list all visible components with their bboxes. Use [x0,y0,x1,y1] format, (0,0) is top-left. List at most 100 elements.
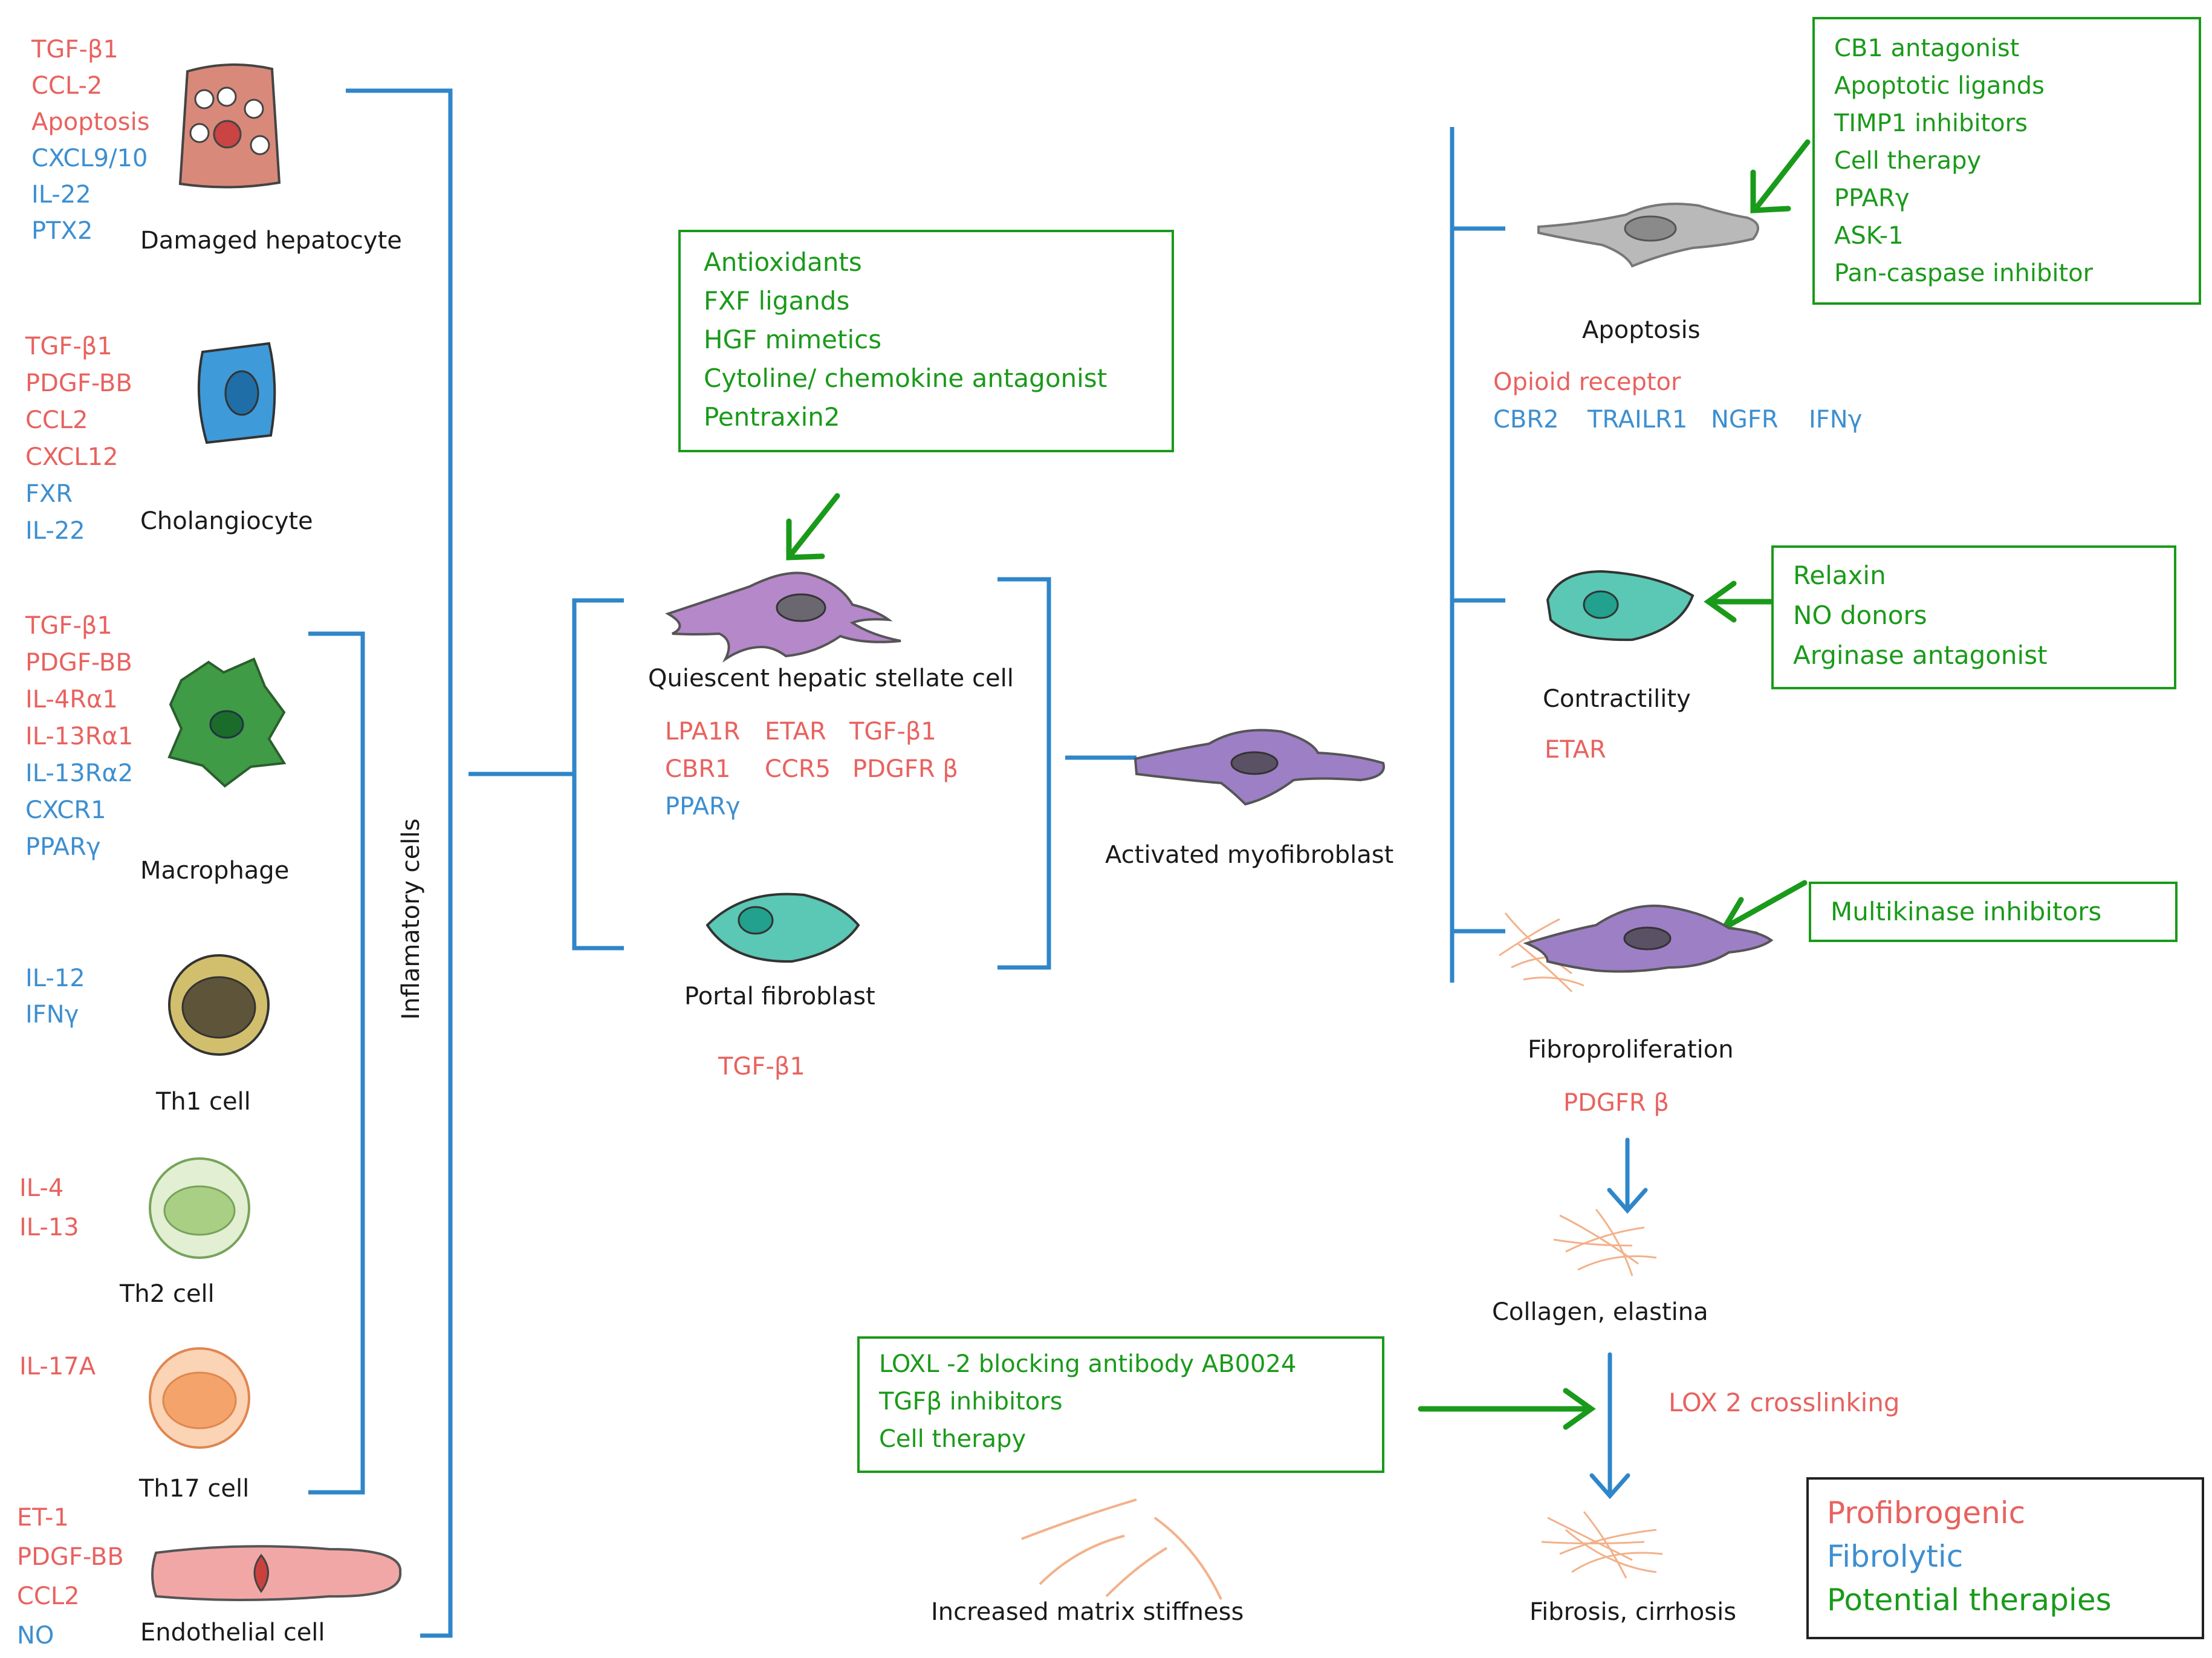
macrophage-fibrolytic-1: CXCR1 [25,796,106,824]
hepatocyte-profibrogenic-2: Apoptosis [31,108,150,136]
fibrosis-label: Fibrosis, cirrhosis [1529,1598,1737,1626]
crosslinking-therapy-box: LOXL -2 blocking antibody AB0024 TGFβ in… [857,1336,1384,1473]
crosslinking-therapy-2: Cell therapy [879,1425,1027,1453]
apoptosis-therapy-5: ASK-1 [1834,222,1904,250]
legend-potential-therapies: Potential therapies [1827,1582,2112,1617]
hsc-therapy-4: Pentraxin2 [704,402,840,432]
activated-myofibroblast-icon [1134,729,1385,806]
contractility-therapy-box: Relaxin NO donors Arginase antagonist [1771,545,2176,689]
activated-myofibroblast-label: Activated myofibroblast [1105,841,1394,869]
apoptosis-therapy-4: PPARγ [1834,184,1910,212]
apoptosis-label: Apoptosis [1582,316,1701,344]
lox2-label: LOX 2 crosslinking [1669,1388,1900,1417]
legend-fibrolytic: Fibrolytic [1827,1539,1964,1574]
apoptosis-fibrolytic-3: IFNγ [1809,406,1863,434]
endothelial-cell-icon [151,1545,402,1601]
legend-profibrogenic: Profibrogenic [1827,1495,2026,1530]
portal-fibroblast-profibrogenic-0: TGF-β1 [718,1053,805,1081]
hsc-profibrogenic-4: CCR5 [765,755,831,783]
macrophage-profibrogenic-2: IL-4Rα1 [25,686,118,714]
cholangiocyte-profibrogenic-3: CXCL12 [25,443,118,471]
th17-cell-label: Th17 cell [139,1475,250,1503]
cholangiocyte-icon [197,342,276,444]
th2-cell-label: Th2 cell [120,1280,215,1308]
apoptosis-therapy-1: Apoptotic ligands [1834,72,2045,100]
hepatocyte-profibrogenic-0: TGF-β1 [31,36,118,63]
th1-cell-label: Th1 cell [156,1088,251,1116]
macrophage-profibrogenic-0: TGF-β1 [25,612,112,640]
contractility-label: Contractility [1543,685,1691,713]
quiescent-hsc-label: Quiescent hepatic stellate cell [648,665,1014,692]
collagen-label: Collagen, elastina [1492,1298,1708,1326]
endothelial-profibrogenic-1: PDGF-BB [17,1543,124,1571]
contractile-cell-icon [1546,570,1695,642]
hsc-profibrogenic-3: CBR1 [665,755,731,783]
quiescent-hsc-icon [665,571,901,663]
apoptosis-therapy-2: TIMP1 inhibitors [1834,109,2028,137]
th1-fibrolytic-0: IL-12 [25,964,85,992]
apoptotic-cell-icon [1537,203,1759,268]
damaged-hepatocyte-label: Damaged hepatocyte [140,227,402,255]
cholangiocyte-profibrogenic-2: CCL2 [25,406,88,434]
cholangiocyte-fibrolytic-1: IL-22 [25,517,85,545]
endothelial-profibrogenic-0: ET-1 [17,1504,69,1532]
th1-fibrolytic-1: IFNγ [25,1001,79,1029]
hepatocyte-profibrogenic-1: CCL-2 [31,72,103,100]
endothelial-fibrolytic-0: NO [17,1622,54,1650]
contractility-therapy-2: Arginase antagonist [1793,640,2048,670]
crosslinking-therapy-0: LOXL -2 blocking antibody AB0024 [879,1350,1297,1378]
hsc-therapy-1: FXF ligands [704,286,850,316]
th2-profibrogenic-0: IL-4 [19,1174,64,1202]
apoptosis-therapy-0: CB1 antagonist [1834,34,2020,62]
hsc-therapy-3: Cytoline/ chemokine antagonist [704,363,1108,393]
matrix-stiffness-label: Increased matrix stiffness [931,1598,1244,1626]
apoptosis-fibrolytic-2: NGFR [1711,406,1779,434]
legend-box: Profibrogenic Fibrolytic Potential thera… [1806,1477,2204,1639]
apoptosis-fibrolytic-0: CBR2 [1493,406,1559,434]
contractility-profibrogenic-0: ETAR [1545,736,1606,764]
portal-fibroblast-label: Portal fibroblast [684,983,875,1010]
connector-lines [308,88,1505,1638]
apoptosis-therapy-box: CB1 antagonist Apoptotic ligands TIMP1 i… [1812,17,2201,305]
apoptosis-profibrogenic-0: Opioid receptor [1493,368,1681,396]
apoptosis-therapy-3: Cell therapy [1834,147,1982,175]
apoptosis-fibrolytic-1: TRAILR1 [1588,406,1688,434]
hsc-therapy-box: Antioxidants FXF ligands HGF mimetics Cy… [678,230,1174,452]
macrophage-profibrogenic-3: IL-13Rα1 [25,723,134,750]
th2-cell-icon [149,1157,250,1259]
macrophage-profibrogenic-1: PDGF-BB [25,649,132,677]
fibroproliferation-therapy-0: Multikinase inhibitors [1831,897,2102,926]
th17-profibrogenic-0: IL-17A [19,1353,96,1380]
macrophage-label: Macrophage [140,857,290,885]
th17-cell-icon [149,1347,250,1449]
hsc-profibrogenic-5: PDGFR β [852,755,958,783]
hsc-fibrolytic-0: PPARγ [665,793,741,821]
cholangiocyte-profibrogenic-1: PDGF-BB [25,369,132,397]
macrophage-fibrolytic-0: IL-13Rα2 [25,759,134,787]
hepatocyte-fibrolytic-1: IL-22 [31,181,91,209]
endothelial-cell-label: Endothelial cell [140,1619,325,1647]
hsc-therapy-0: Antioxidants [704,247,862,277]
flow-arrows [1589,1137,1648,1500]
fibrosis-fibres-icon [1541,1511,1663,1579]
hsc-profibrogenic-0: LPA1R [665,718,741,746]
hsc-profibrogenic-1: ETAR [765,718,826,746]
crosslinking-therapy-1: TGFβ inhibitors [879,1388,1063,1416]
cholangiocyte-profibrogenic-0: TGF-β1 [25,333,112,360]
endothelial-profibrogenic-2: CCL2 [17,1582,80,1610]
fibroproliferation-profibrogenic-0: PDGFR β [1563,1089,1669,1117]
hsc-profibrogenic-2: TGF-β1 [849,718,936,746]
macrophage-fibrolytic-2: PPARγ [25,833,101,861]
th2-profibrogenic-1: IL-13 [19,1214,79,1241]
fibroproliferative-cell-icon [1499,905,1774,993]
hsc-therapy-2: HGF mimetics [704,325,882,354]
contractility-therapy-0: Relaxin [1793,561,1886,590]
contractility-therapy-1: NO donors [1793,600,1927,630]
fibroproliferation-therapy-box: Multikinase inhibitors [1809,882,2178,942]
macrophage-icon [167,657,287,788]
damaged-hepatocyte-icon [178,63,281,189]
collagen-fibres-icon [1553,1209,1657,1276]
portal-fibroblast-icon [705,892,860,963]
